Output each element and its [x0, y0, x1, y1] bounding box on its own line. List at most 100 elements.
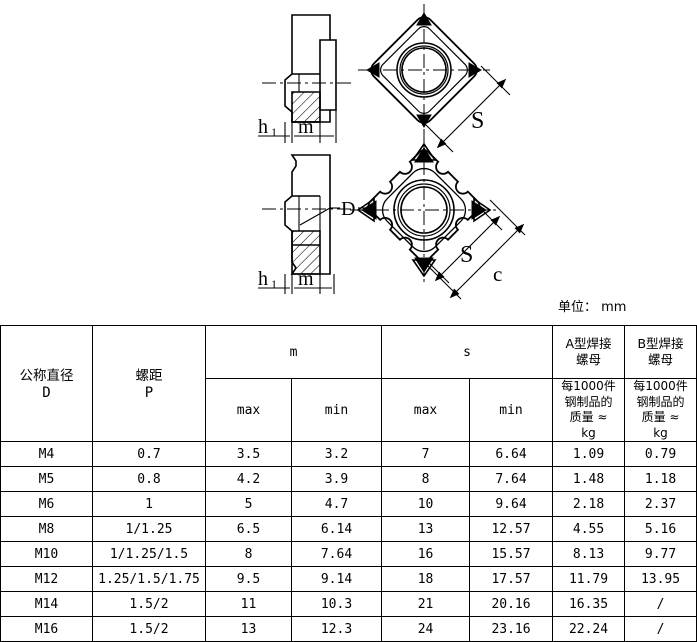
cell-s-max: 13 — [381, 516, 471, 543]
cell-m-min: 10.3 — [290, 591, 383, 618]
cell-m-min: 7.64 — [290, 541, 383, 568]
header-type-b-line1: B型焊接 — [637, 336, 684, 352]
header-m-max: max — [205, 377, 292, 443]
header-pitch-cn: 螺距 — [135, 367, 163, 384]
cell-mass-a: 8.13 — [552, 541, 626, 568]
type-b-label-m: m — [298, 268, 314, 290]
header-mass-a: 每1000件 钢制品的 质量 ≈ kg — [552, 377, 626, 443]
cell-mass-a: 16.35 — [552, 591, 626, 618]
cell-pitch: 0.8 — [92, 466, 206, 493]
cell-m-min: 12.3 — [290, 616, 383, 642]
cell-mass-a: 2.18 — [552, 491, 626, 518]
header-mass-b: 每1000件 钢制品的 质量 ≈ kg — [624, 377, 697, 443]
cell-nominal-diameter: M8 — [0, 516, 93, 543]
type-a-label-m: m — [298, 116, 314, 138]
cell-m-max: 3.5 — [205, 441, 292, 468]
cell-pitch: 1.5/2 — [92, 591, 206, 618]
header-mass-a-line4: kg — [581, 425, 596, 440]
header-s-max: max — [381, 377, 471, 443]
header-pitch: 螺距 P — [92, 324, 206, 443]
header-mass-b-line4: kg — [653, 425, 668, 440]
cell-m-min: 6.14 — [290, 516, 383, 543]
header-nominal-diameter-sym: D — [42, 384, 51, 401]
type-b-label-s: S — [460, 242, 473, 268]
cell-s-min: 12.57 — [469, 516, 554, 543]
header-mass-b-line3: 质量 ≈ — [641, 410, 680, 425]
type-a-label-h1-sub: 1 — [271, 125, 277, 139]
cell-s-max: 8 — [381, 466, 471, 493]
type-b-plan-view — [350, 136, 498, 284]
cell-s-max: 10 — [381, 491, 471, 518]
cell-mass-b: 1.18 — [624, 466, 697, 493]
cell-pitch: 1/1.25 — [92, 516, 206, 543]
cell-mass-b: / — [624, 616, 697, 642]
cell-m-min: 4.7 — [290, 491, 383, 518]
cell-mass-b: 2.37 — [624, 491, 697, 518]
cell-mass-a: 1.48 — [552, 466, 626, 493]
cell-mass-b: 9.77 — [624, 541, 697, 568]
cell-mass-a: 4.55 — [552, 516, 626, 543]
cell-mass-a: 1.09 — [552, 441, 626, 468]
type-b-dimension-c — [425, 199, 526, 300]
cell-m-max: 6.5 — [205, 516, 292, 543]
type-b-label-d: D — [341, 198, 355, 220]
cell-pitch: 1/1.25/1.5 — [92, 541, 206, 568]
cell-mass-a: 22.24 — [552, 616, 626, 642]
header-type-a: A型焊接 螺母 — [552, 325, 626, 379]
header-group-s: s — [381, 325, 554, 379]
type-b-section-view — [284, 154, 331, 275]
cell-nominal-diameter: M12 — [0, 566, 93, 593]
cell-nominal-diameter: M6 — [0, 491, 93, 518]
cell-mass-a: 11.79 — [552, 566, 626, 593]
type-a-label-h1: h — [258, 116, 268, 138]
header-mass-a-line2: 钢制品的 — [564, 394, 613, 409]
cell-s-min: 17.57 — [469, 566, 554, 593]
cell-nominal-diameter: M14 — [0, 591, 93, 618]
header-group-m: m — [204, 325, 383, 379]
header-type-b: B型焊接 螺母 — [624, 325, 697, 379]
type-b-label-h1: h — [258, 268, 268, 290]
header-type-a-line2: 螺母 — [576, 352, 602, 367]
cell-s-min: 23.16 — [469, 616, 554, 642]
header-type-a-line1: A型焊接 — [565, 336, 612, 352]
cell-s-min: 20.16 — [469, 591, 554, 618]
type-a-dimension-s — [423, 65, 511, 153]
cell-s-max: 16 — [381, 541, 471, 568]
specification-table: 公称直径 D 螺距 P m s A型焊接 螺母 B型焊接 螺母 max min … — [0, 324, 697, 642]
cell-s-min: 9.64 — [469, 491, 554, 518]
type-b-leader-d — [299, 207, 372, 226]
cell-m-max: 11 — [205, 591, 292, 618]
cell-s-max: 24 — [381, 616, 471, 642]
cell-m-min: 9.14 — [290, 566, 383, 593]
cell-m-min: 3.9 — [290, 466, 383, 493]
drawing-svg: h 1 m S — [258, 4, 526, 300]
header-pitch-sym: P — [144, 384, 154, 401]
cell-nominal-diameter: M4 — [0, 441, 93, 468]
cell-pitch: 1.25/1.5/1.75 — [92, 566, 206, 593]
header-nominal-diameter: 公称直径 D — [0, 324, 93, 443]
cell-m-max: 9.5 — [205, 566, 292, 593]
cell-mass-b: 13.95 — [624, 566, 697, 593]
cell-pitch: 0.7 — [92, 441, 206, 468]
cell-nominal-diameter: M10 — [0, 541, 93, 568]
type-a-section-view — [284, 14, 337, 123]
cell-m-max: 5 — [205, 491, 292, 518]
table-head: 公称直径 D 螺距 P m s A型焊接 螺母 B型焊接 螺母 max min … — [0, 324, 697, 443]
header-mass-b-line1: 每1000件 — [633, 379, 688, 393]
cell-s-min: 15.57 — [469, 541, 554, 568]
cell-s-max: 18 — [381, 566, 471, 593]
header-type-b-line2: 螺母 — [648, 352, 674, 367]
header-mass-a-line1: 每1000件 — [561, 379, 616, 393]
cell-m-max: 8 — [205, 541, 292, 568]
cell-mass-b: / — [624, 591, 697, 618]
cell-s-max: 21 — [381, 591, 471, 618]
header-mass-a-line3: 质量 ≈ — [569, 410, 608, 425]
cell-s-min: 6.64 — [469, 441, 554, 468]
